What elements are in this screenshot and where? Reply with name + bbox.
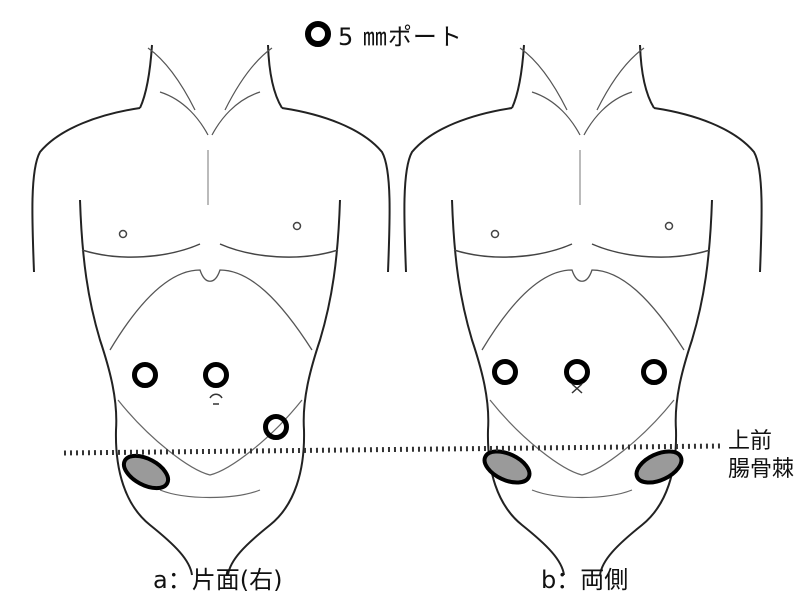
figure-a-port-3 <box>266 417 287 438</box>
figure-b-umbilicus <box>572 384 582 393</box>
figure-b-port-3 <box>644 362 665 383</box>
figure-b-incision-left <box>632 445 686 489</box>
figure-a-torso <box>32 45 389 575</box>
figure-b-port-1 <box>495 362 516 383</box>
figure-b-torso <box>404 45 761 575</box>
iliac-spine-label-line1: 上前 <box>728 428 794 456</box>
iliac-spine-dotted-line <box>64 446 722 453</box>
iliac-spine-label-line2: 腸骨棘 <box>728 456 794 484</box>
figure-b-caption: b：両側 <box>541 560 628 595</box>
figure-a-caption: a：片面(右) <box>153 560 282 595</box>
port-ring-icon <box>308 24 328 44</box>
figure-b-port-2 <box>567 362 588 383</box>
figure-a-umbilicus <box>210 394 222 404</box>
legend-label: 5 ㎜ポート <box>338 17 463 52</box>
figure-b-incision-right <box>480 445 534 489</box>
iliac-spine-label: 上前 腸骨棘 <box>728 428 794 484</box>
figure-a-incision <box>119 449 174 494</box>
figure-a-port-1 <box>135 365 156 386</box>
figure-a-port-2 <box>206 365 227 386</box>
